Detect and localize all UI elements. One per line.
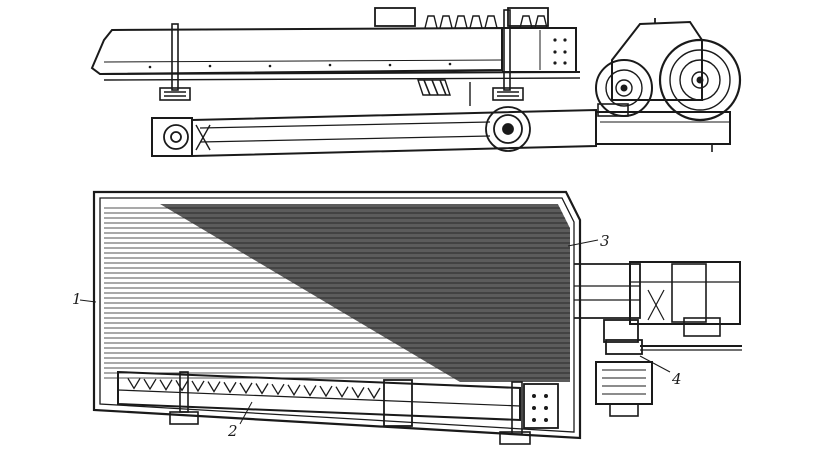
top-block-right: [507, 7, 549, 27]
frame-wheel-right: [485, 106, 531, 152]
screw-flight: [271, 383, 285, 396]
screw-flight: [255, 383, 269, 395]
spring-supports: [159, 79, 524, 106]
screw-flight: [143, 378, 157, 391]
screw-flight: [159, 379, 173, 391]
screw-flight: [367, 387, 381, 400]
frame-wheel-left: [163, 124, 189, 150]
lower-frame: [151, 108, 731, 157]
support-rods: [171, 9, 511, 91]
drive-head: [574, 261, 742, 351]
leader-lines: [79, 239, 671, 425]
plan-view: [79, 190, 742, 445]
side-elevation-view: [90, 7, 742, 157]
callout-2: 2: [227, 422, 238, 440]
screw-flight: [351, 387, 365, 399]
screw-flights: [127, 378, 381, 400]
screw-conveyor: [117, 370, 559, 445]
callout-4: 4: [671, 370, 682, 388]
top-block-left: [374, 7, 416, 27]
callout-1: 1: [72, 290, 82, 308]
screw-flight: [287, 384, 301, 397]
screw-flight: [239, 382, 253, 395]
plan-motor: [595, 339, 653, 417]
screw-flight: [207, 381, 221, 393]
table-frame: [92, 190, 582, 440]
screw-flight: [319, 385, 333, 398]
trough-body: [90, 26, 581, 81]
riffle-lines: [104, 207, 570, 379]
drive-motor: [595, 18, 742, 122]
riffle-deck: [104, 204, 570, 382]
screw-flight: [303, 385, 317, 397]
spiral-teeth: [424, 15, 548, 29]
callout-3: 3: [600, 232, 610, 250]
screw-flight: [335, 386, 349, 398]
screw-flight: [127, 378, 141, 390]
screw-flight: [175, 379, 189, 392]
screw-flight: [223, 381, 237, 394]
screw-flight: [191, 380, 205, 393]
